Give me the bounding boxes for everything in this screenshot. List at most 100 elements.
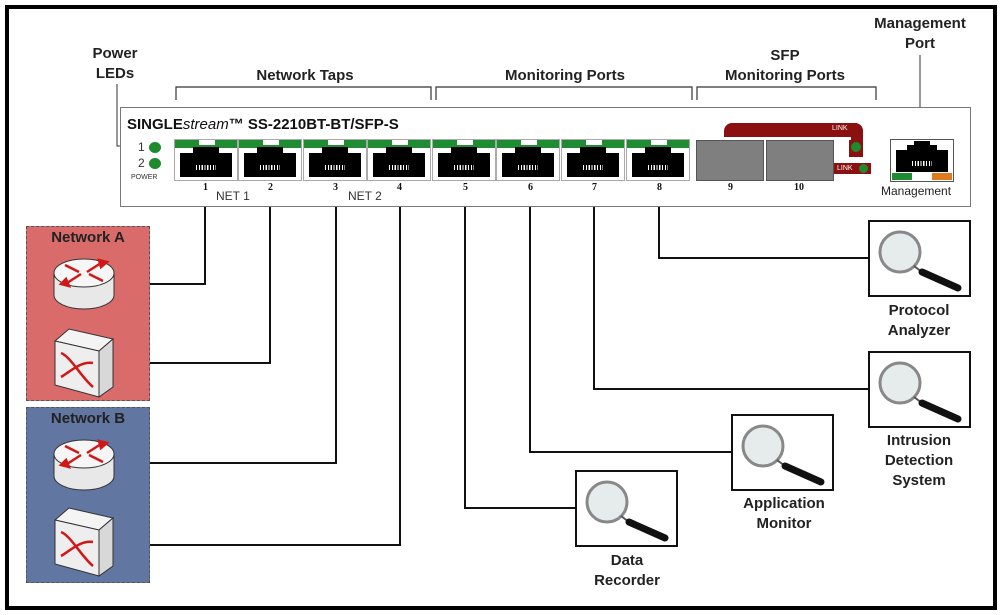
bracket-sfp-ports xyxy=(696,86,877,100)
management-label: Management xyxy=(881,184,952,198)
callout-power-leds-line1: Power xyxy=(92,45,138,62)
cable-port5-data-recorder xyxy=(464,203,576,509)
label-line: Recorder xyxy=(594,572,660,589)
network-b-title: Network B xyxy=(50,410,126,427)
magnifier-icon xyxy=(878,361,962,423)
label-line: Application xyxy=(743,495,825,512)
port-8-number: 8 xyxy=(657,182,662,193)
power-label: POWER xyxy=(131,174,158,181)
callout-network-taps: Network Taps xyxy=(256,67,354,84)
port-3[interactable] xyxy=(303,139,367,181)
power-led-1 xyxy=(149,142,161,153)
port-2[interactable] xyxy=(238,139,302,181)
link-indicator-bar xyxy=(724,123,863,137)
router-icon[interactable] xyxy=(51,255,117,315)
power-led-2 xyxy=(149,158,161,169)
label-line: Analyzer xyxy=(887,322,951,339)
cable-port4-switch-b xyxy=(118,203,401,546)
label-line: Protocol xyxy=(888,302,950,319)
brand-prefix: SINGLE xyxy=(127,116,183,133)
network-b-zone: Network B xyxy=(26,407,150,583)
port-5[interactable] xyxy=(432,139,496,181)
network-a-zone: Network A xyxy=(26,226,150,401)
management-status-stripe xyxy=(892,173,952,180)
bracket-monitoring-ports xyxy=(435,86,693,100)
label-line: Intrusion xyxy=(886,432,952,449)
label-line: Data xyxy=(610,552,644,569)
callout-monitoring-ports: Monitoring Ports xyxy=(505,67,625,84)
sfp-port-10[interactable] xyxy=(766,140,834,181)
callout-mgmt-line2: Port xyxy=(905,35,935,52)
port-4-number: 4 xyxy=(397,182,402,193)
port-5-number: 5 xyxy=(463,182,468,193)
cable-port7-ids xyxy=(593,203,869,390)
rj45-jack-icon xyxy=(502,147,554,177)
brand-italic: stream xyxy=(182,116,229,133)
magnifier-icon xyxy=(878,230,962,292)
magnifier-icon xyxy=(585,480,669,542)
callout-power-leds-line2: LEDs xyxy=(95,65,135,82)
rj45-jack-icon xyxy=(632,147,684,177)
label-line: Monitor xyxy=(756,515,812,532)
cable-port2-switch-a xyxy=(118,203,271,364)
rj45-jack-icon xyxy=(309,147,361,177)
label-line: Detection xyxy=(884,452,954,469)
net-2-label: NET 2 xyxy=(348,189,382,203)
switch-icon[interactable] xyxy=(51,506,117,578)
sfp-port-10-number: 10 xyxy=(794,182,804,193)
label-line: System xyxy=(892,472,946,489)
callout-sfp-line1: SFP xyxy=(770,47,800,64)
port-1[interactable] xyxy=(174,139,238,181)
model-number: SS-2210BT-BT/SFP-S xyxy=(243,116,399,133)
rj45-jack-icon xyxy=(373,147,425,177)
power-led-1-label: 1 xyxy=(138,140,145,154)
trademark: ™ xyxy=(228,116,244,133)
protocol-analyzer-tool[interactable] xyxy=(868,220,971,297)
cable-port6-application-monitor xyxy=(529,203,732,453)
port-3-number: 3 xyxy=(333,182,338,193)
link-indicator-box xyxy=(833,163,871,174)
port-6-number: 6 xyxy=(528,182,533,193)
rj45-jack-icon xyxy=(896,141,948,172)
diagram-frame xyxy=(5,5,997,610)
link-label-top: LINK xyxy=(832,125,848,132)
port-6[interactable] xyxy=(496,139,560,181)
cable-port3-router-b xyxy=(118,203,337,464)
sfp-port-9-number: 9 xyxy=(728,182,733,193)
port-4[interactable] xyxy=(367,139,431,181)
sfp-port-9[interactable] xyxy=(696,140,764,181)
callout-management-port: Management Port xyxy=(855,14,985,54)
port-2-number: 2 xyxy=(268,182,273,193)
router-icon[interactable] xyxy=(51,436,117,496)
magnifier-icon xyxy=(741,424,825,486)
rj45-jack-icon xyxy=(567,147,619,177)
net-1-label: NET 1 xyxy=(216,189,250,203)
callout-sfp-monitoring-ports: SFP Monitoring Ports xyxy=(700,46,870,86)
port-1-number: 1 xyxy=(203,182,208,193)
data-recorder-tool[interactable] xyxy=(575,470,678,547)
port-7-number: 7 xyxy=(592,182,597,193)
link-led-bottom xyxy=(859,164,868,173)
cable-port8-protocol-analyzer xyxy=(658,203,869,259)
port-7[interactable] xyxy=(561,139,625,181)
management-port[interactable] xyxy=(890,139,954,182)
application-monitor-tool[interactable] xyxy=(731,414,834,491)
callout-sfp-line2: Monitoring Ports xyxy=(725,67,845,84)
intrusion-detection-system-tool[interactable] xyxy=(868,351,971,428)
callout-mgmt-line1: Management xyxy=(874,15,966,32)
link-bar-gap xyxy=(711,137,851,140)
switch-icon[interactable] xyxy=(51,327,117,399)
rj45-jack-icon xyxy=(244,147,296,177)
rj45-jack-icon xyxy=(438,147,490,177)
power-led-2-label: 2 xyxy=(138,156,145,170)
rj45-jack-icon xyxy=(180,147,232,177)
link-label-bottom: LINK xyxy=(837,165,853,172)
tap-device-panel: SINGLEstream™ SS-2210BT-BT/SFP-S 1 2 POW… xyxy=(120,107,971,207)
port-8[interactable] xyxy=(626,139,690,181)
callout-power-leds: Power LEDs xyxy=(80,44,150,84)
